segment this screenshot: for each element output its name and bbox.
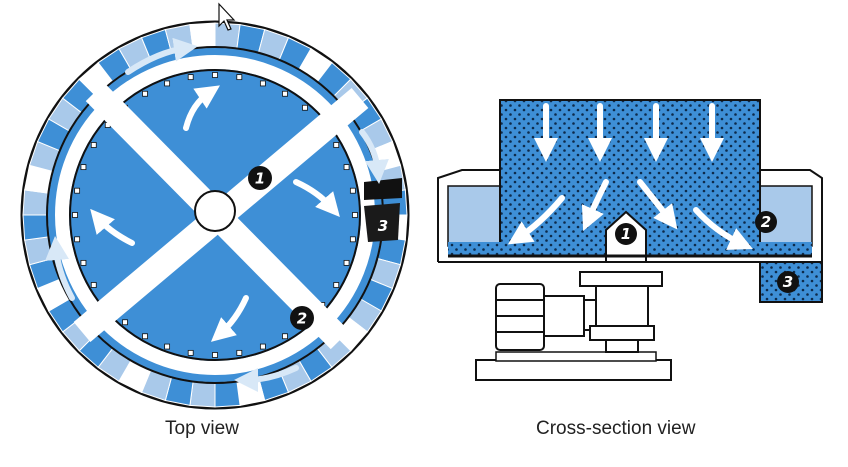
plate-tick — [343, 259, 350, 266]
plate-tick — [212, 72, 218, 78]
svg-text:2: 2 — [761, 213, 771, 231]
svg-text:1: 1 — [255, 170, 265, 188]
plate-tick — [90, 282, 97, 288]
plate-tick — [236, 349, 243, 356]
machine-base — [475, 351, 672, 381]
plate-tick — [80, 259, 87, 266]
svg-text:3: 3 — [378, 217, 388, 235]
gearbox-spindle — [579, 271, 663, 353]
plate-tick — [333, 142, 340, 148]
flow-arrows-plate — [90, 85, 340, 342]
center-hub — [194, 190, 236, 232]
flow-arrows-cross — [507, 103, 753, 250]
plate-tick — [187, 74, 194, 81]
plate-tick — [80, 164, 87, 171]
plate-tick — [187, 349, 194, 356]
left-trough — [447, 185, 501, 247]
top-view-caption: Top view — [165, 418, 239, 439]
flow-arrows-ring — [45, 37, 389, 392]
plate-tick — [164, 343, 171, 350]
plate-tick — [302, 104, 308, 111]
cross-section-caption: Cross-section view — [536, 418, 696, 439]
plate-tick — [72, 212, 78, 218]
plate-tick — [122, 319, 128, 326]
svg-text:1: 1 — [621, 225, 631, 243]
plate-tick — [212, 352, 218, 358]
svg-text:3: 3 — [783, 273, 793, 291]
marker-3-top: 3 — [378, 217, 388, 235]
ring-segment — [22, 214, 49, 241]
marker-1-top: 1 — [248, 166, 272, 190]
plate-tick — [333, 282, 340, 288]
top-view-diagram: 1 2 3 — [20, 20, 410, 410]
ring-segment — [189, 22, 216, 49]
plate-tick — [74, 236, 81, 243]
plate-tick — [343, 164, 350, 171]
plate-tick — [259, 343, 266, 350]
marker-2-top: 2 — [290, 306, 314, 330]
plate-tick — [142, 333, 148, 340]
ring-segment — [22, 189, 49, 216]
ring-segment — [189, 381, 216, 408]
marker-1-cross: 1 — [615, 223, 637, 245]
marker-3-cross: 3 — [777, 271, 799, 293]
plate-tick — [259, 80, 266, 87]
svg-text:2: 2 — [297, 310, 307, 328]
plate-tick — [90, 142, 97, 148]
plate-tick — [349, 236, 356, 243]
plate-tick — [352, 212, 358, 218]
mouse-cursor-icon — [218, 2, 236, 31]
plate-tick — [164, 80, 171, 87]
plate-tick — [349, 187, 356, 194]
ring-segment — [214, 381, 241, 408]
ring-segments — [22, 22, 408, 408]
plate-tick — [74, 187, 81, 194]
cross-section-diagram: 1 2 3 — [437, 99, 823, 381]
plate-tick — [282, 90, 288, 97]
plate-tick — [282, 333, 288, 340]
plate-tick — [142, 90, 148, 97]
drive-motor — [495, 283, 597, 351]
marker-2-cross: 2 — [755, 211, 777, 233]
plate-tick — [236, 74, 243, 81]
